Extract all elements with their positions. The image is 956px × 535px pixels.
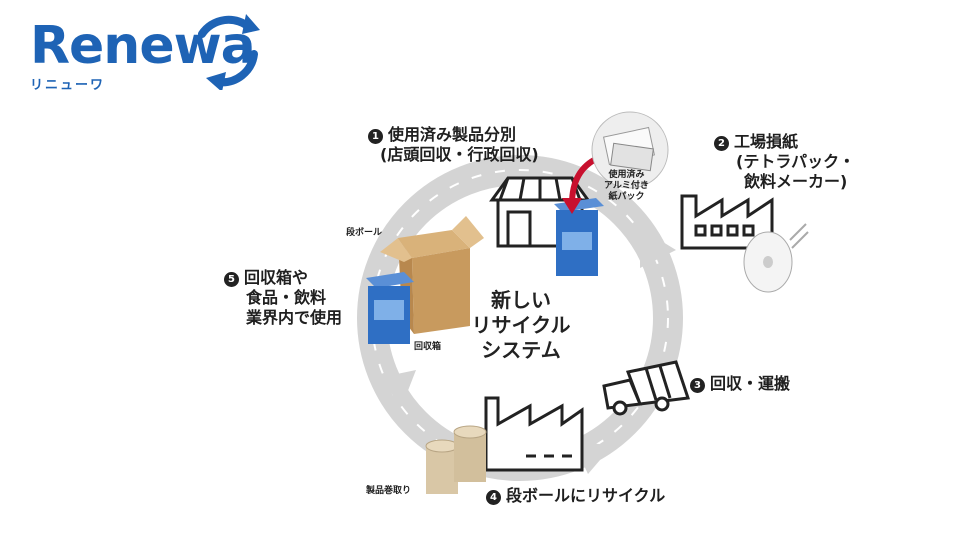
carton-callout-line: 使用済み (608, 170, 645, 180)
cardboard-label: 段ボール (346, 228, 383, 238)
step-number: 4 (486, 490, 501, 505)
step-4-label: 4 段ボールにリサイクル (486, 486, 665, 506)
center-title-line: リサイクル (471, 313, 571, 337)
logo-refresh-icon (198, 14, 260, 90)
factory-icon (680, 194, 774, 250)
logo-wordmark: Renewa (30, 16, 256, 76)
truck-icon (602, 360, 691, 416)
step-text: 工場損紙 (734, 132, 799, 151)
center-title-line: 新しい (491, 288, 551, 312)
step-text: 食品・飲料 (246, 288, 327, 307)
step-1-label: 1 使用済み製品分別 (店頭回収・行政回収) (368, 125, 539, 165)
step-text: 段ボールにリサイクル (506, 486, 666, 505)
product-rolls-label: 製品巻取り (366, 486, 412, 496)
carton-callout-line: 紙パック (608, 192, 645, 202)
step-2-label: 2 工場損紙 (テトラパック・ 飲料メーカー) (714, 132, 855, 192)
step-number: 1 (368, 129, 383, 144)
logo-kana: リニューワ (30, 78, 106, 93)
factory-bottom-icon (484, 396, 584, 472)
step-text: (テトラパック・ (736, 152, 855, 171)
paper-roll-icon (743, 223, 809, 293)
step-5-label: 5 回収箱や 食品・飲料 業界内で使用 (224, 268, 342, 328)
step-text: 使用済み製品分別 (388, 125, 517, 144)
step-number: 3 (690, 378, 705, 393)
step-text: 回収箱や (244, 268, 309, 287)
collection-box-left-icon (366, 272, 414, 344)
step-3-label: 3 回収・運搬 (690, 374, 790, 394)
carton-callout-line: アルミ付き (604, 181, 649, 191)
center-title: 新しい リサイクル システム (446, 288, 596, 363)
step-number: 2 (714, 136, 729, 151)
product-roll-icon (425, 425, 487, 494)
collection-box-label: 回収箱 (414, 342, 442, 352)
carton-callout-label: 使用済み アルミ付き 紙パック (604, 170, 649, 203)
step-text: 飲料メーカー) (744, 172, 848, 191)
collection-box-icon (554, 198, 604, 276)
step-text: 回収・運搬 (710, 374, 791, 393)
carton-photo-icon (591, 111, 669, 189)
step-number: 5 (224, 272, 239, 287)
center-title-line: システム (481, 338, 561, 362)
step-text: 業界内で使用 (246, 308, 343, 327)
step-text: (店頭回収・行政回収) (380, 145, 539, 164)
